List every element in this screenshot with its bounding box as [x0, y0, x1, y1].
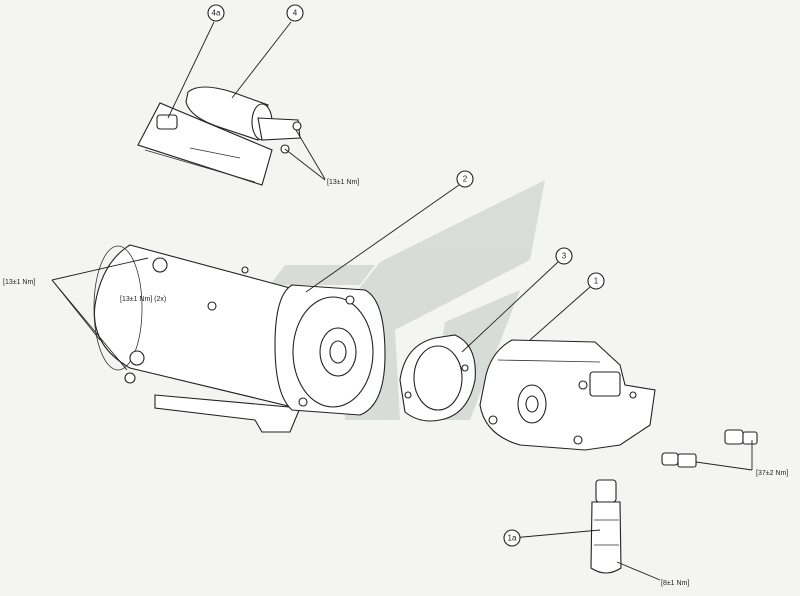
torque-solenoid: [13±1 Nm]	[327, 179, 359, 186]
torque-valve: [8±1 Nm]	[661, 580, 689, 587]
fitting-lower	[661, 452, 697, 468]
gasket-part-3	[399, 334, 476, 422]
callout-1: 1	[587, 272, 605, 290]
torque-motor-mid: [13±1 Nm] (2x)	[120, 296, 166, 303]
fitting-upper	[724, 429, 758, 445]
callout-3: 3	[555, 247, 573, 265]
torque-fitting: [37±2 Nm]	[756, 470, 788, 477]
callout-4a-text: 4a	[212, 9, 221, 18]
callout-1a: 1a	[503, 529, 521, 547]
leader-lines	[51, 21, 753, 581]
motor-part-2	[93, 244, 386, 433]
callout-4a: 4a	[207, 4, 225, 22]
callout-1-text: 1	[594, 277, 599, 286]
callout-3-text: 3	[562, 252, 567, 261]
callout-2: 2	[456, 170, 474, 188]
valve-part-1a	[590, 479, 622, 574]
callout-1a-text: 1a	[508, 534, 517, 543]
callout-4: 4	[286, 4, 304, 22]
pump-part-1	[479, 339, 656, 451]
callout-4-text: 4	[293, 9, 298, 18]
solenoid-part-4	[137, 86, 302, 186]
torque-motor-left: [13±1 Nm]	[3, 279, 35, 286]
callout-2-text: 2	[463, 175, 468, 184]
